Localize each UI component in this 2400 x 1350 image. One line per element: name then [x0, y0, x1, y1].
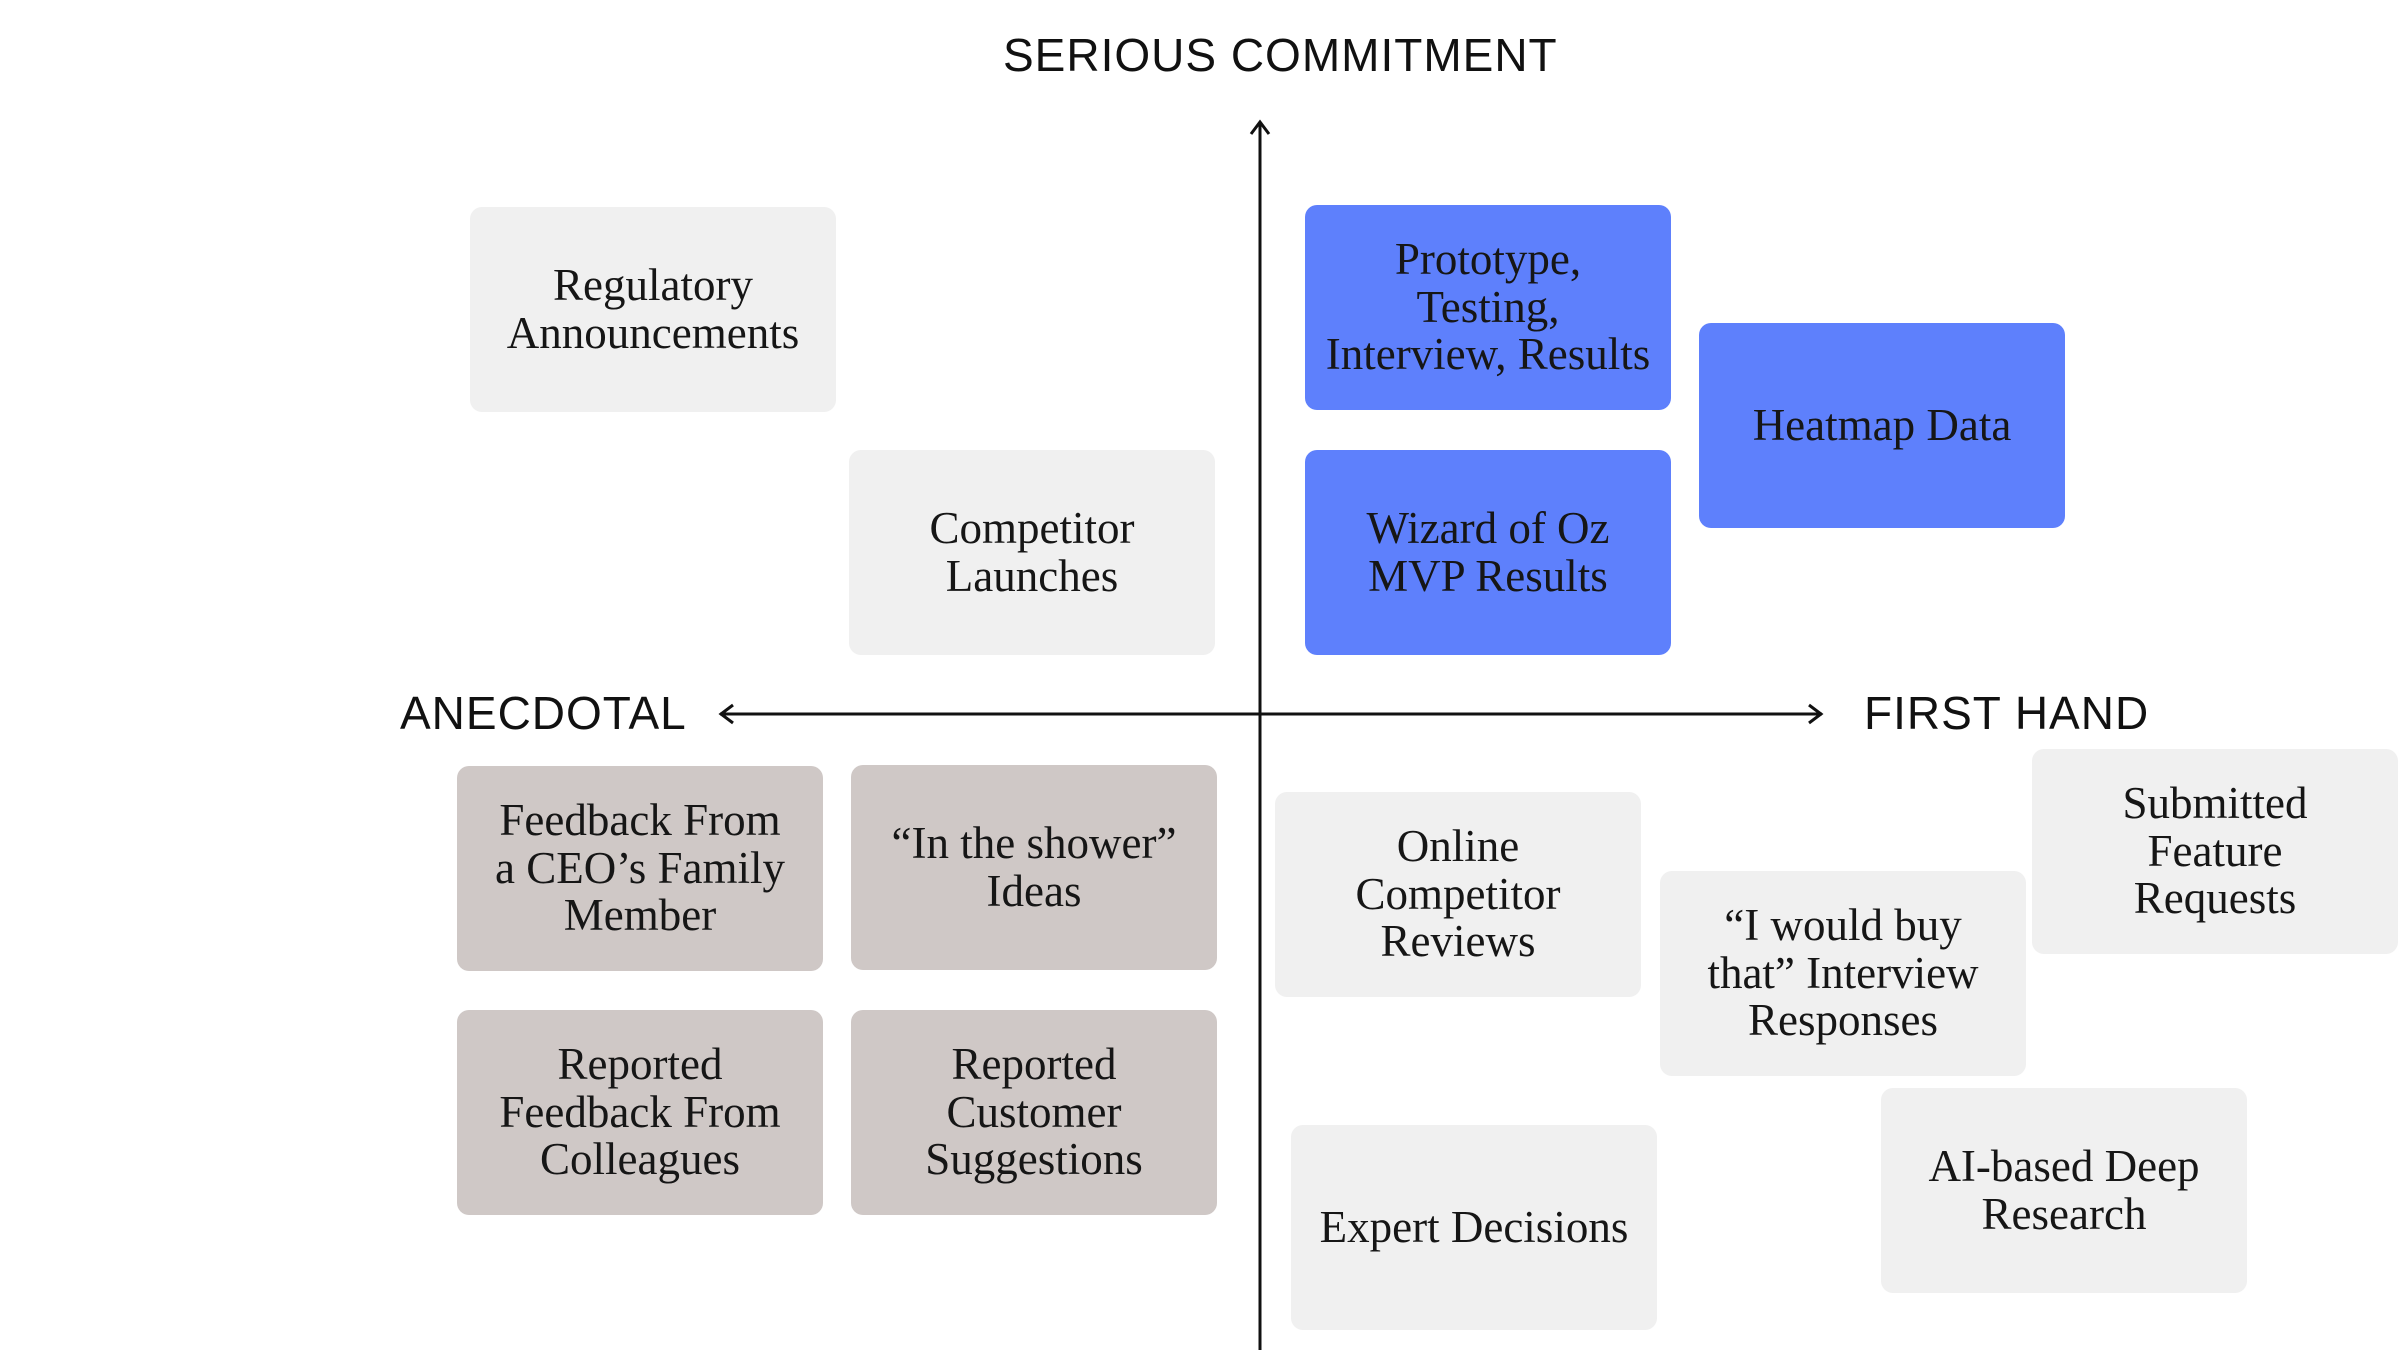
card-heatmap-data: Heatmap Data — [1699, 323, 2065, 528]
card-reported-customer-suggestions: Reported Customer Suggestions — [851, 1010, 1217, 1215]
axis-label-serious-commitment: SERIOUS COMMITMENT — [1003, 29, 1558, 81]
card-label: Reported Customer Suggestions — [925, 1038, 1143, 1185]
axis-label-anecdotal: ANECDOTAL — [400, 687, 687, 739]
horizontal-axis-right-arrowhead — [1808, 703, 1824, 725]
card-competitor-launches: Competitor Launches — [849, 450, 1215, 655]
card-regulatory-announcements: Regulatory Announcements — [470, 207, 836, 412]
horizontal-axis-left-arrowhead — [718, 703, 734, 725]
card-submitted-feature-requests: Submitted Feature Requests — [2032, 749, 2398, 954]
card-label: Competitor Launches — [929, 502, 1135, 601]
card-expert-decisions: Expert Decisions — [1291, 1125, 1657, 1330]
card-label: Regulatory Announcements — [506, 259, 800, 358]
axis-label-first-hand: FIRST HAND — [1864, 687, 2150, 739]
card-label: Expert Decisions — [1319, 1201, 1629, 1252]
card-feedback-ceo-family-member: Feedback From a CEO’s Family Member — [457, 766, 823, 971]
card-label: Prototype, Testing, Interview, Results — [1325, 233, 1651, 380]
card-label: “I would buy that” Interview Responses — [1707, 899, 1979, 1046]
card-prototype-testing-results: Prototype, Testing, Interview, Results — [1305, 205, 1671, 410]
card-label: Wizard of Oz MVP Results — [1366, 502, 1610, 601]
card-ai-based-deep-research: AI-based Deep Research — [1881, 1088, 2247, 1293]
vertical-axis-arrowhead — [1249, 119, 1271, 135]
card-online-competitor-reviews: Online Competitor Reviews — [1275, 792, 1641, 997]
card-i-would-buy-that-responses: “I would buy that” Interview Responses — [1660, 871, 2026, 1076]
card-label: AI-based Deep Research — [1928, 1140, 2200, 1239]
card-wizard-of-oz-mvp-results: Wizard of Oz MVP Results — [1305, 450, 1671, 655]
card-in-the-shower-ideas: “In the shower” Ideas — [851, 765, 1217, 970]
card-label: Reported Feedback From Colleagues — [499, 1038, 781, 1185]
card-label: Heatmap Data — [1752, 399, 2012, 450]
card-label: “In the shower” Ideas — [891, 817, 1177, 916]
card-label: Online Competitor Reviews — [1355, 820, 1561, 967]
card-label: Feedback From a CEO’s Family Member — [495, 794, 785, 941]
card-reported-feedback-colleagues: Reported Feedback From Colleagues — [457, 1010, 823, 1215]
card-label: Submitted Feature Requests — [2122, 777, 2308, 924]
